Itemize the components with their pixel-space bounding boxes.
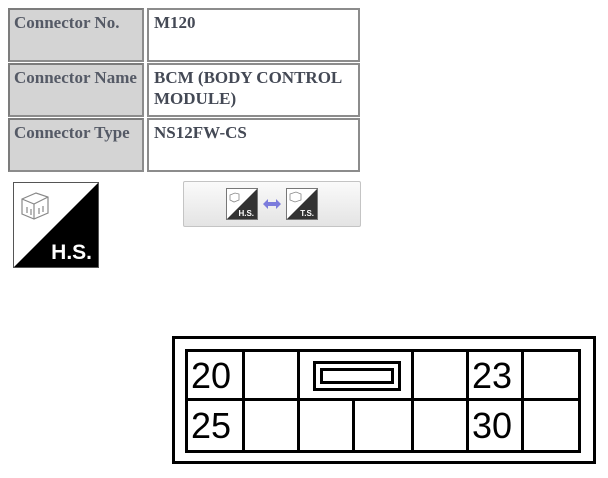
terminal-30: 30	[472, 405, 513, 446]
connector-name-label: Connector Name	[8, 63, 144, 117]
terminal-23: 23	[472, 355, 513, 396]
toggle-left-text: H.S.	[238, 209, 254, 218]
harness-side-badge: H.S.	[13, 182, 99, 268]
connector-number-row: Connector No. M120	[8, 8, 360, 62]
connector-number-label: Connector No.	[8, 8, 144, 62]
connector-number-value: M120	[147, 8, 360, 62]
harness-side-text: H.S.	[51, 241, 92, 264]
grid-divider	[352, 400, 355, 450]
connector-latch-inner	[320, 368, 394, 384]
swap-arrow-icon	[263, 199, 281, 209]
grid-divider	[521, 352, 524, 450]
terminal-side-mini-icon: T.S.	[286, 188, 318, 220]
grid-divider	[188, 398, 578, 401]
grid-divider	[297, 352, 300, 450]
grid-divider	[411, 352, 414, 450]
harness-side-connector-icon: H.S.	[14, 183, 98, 267]
harness-side-mini-icon: H.S.	[226, 188, 258, 220]
connector-name-value: BCM (BODY CONTROL MODULE)	[147, 63, 360, 117]
connector-name-row: Connector Name BCM (BODY CONTROL MODULE)	[8, 63, 360, 117]
connector-terminal-grid	[185, 349, 581, 453]
terminal-20: 20	[191, 355, 232, 396]
grid-divider	[466, 352, 469, 450]
terminal-25: 25	[191, 405, 232, 446]
view-toggle-button[interactable]: H.S. T.S.	[183, 181, 361, 227]
connector-latch	[313, 361, 401, 391]
grid-divider	[242, 352, 245, 450]
connector-info-table: Connector No. M120 Connector Name BCM (B…	[8, 8, 360, 173]
connector-type-row: Connector Type NS12FW-CS	[8, 118, 360, 172]
toggle-right-text: T.S.	[300, 209, 314, 218]
connector-type-label: Connector Type	[8, 118, 144, 172]
connector-type-value: NS12FW-CS	[147, 118, 360, 172]
